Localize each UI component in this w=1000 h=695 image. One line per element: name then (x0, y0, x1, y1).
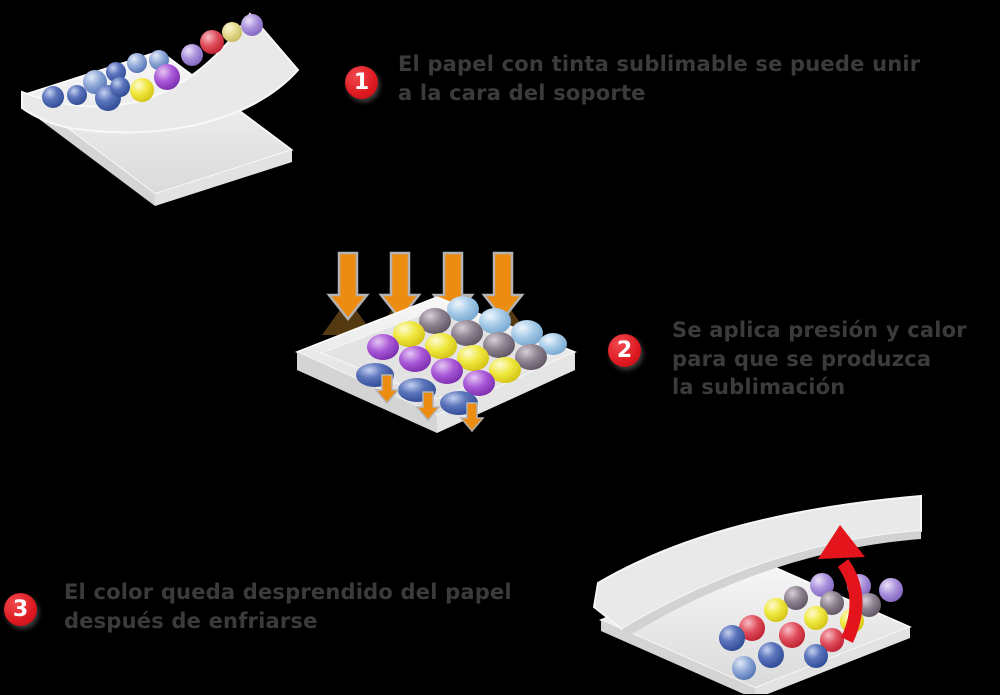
curved-top-sheet (21, 12, 300, 134)
step-3-badge: 3 (4, 593, 37, 626)
step2-heat-press-tray-icon (295, 251, 577, 433)
step-3-text: El color queda desprendido del papel des… (64, 578, 512, 635)
step-1-number: 1 (353, 70, 370, 95)
ink-capsules (42, 14, 263, 111)
color-release-arrow-icon (818, 525, 865, 643)
step-2-number: 2 (616, 338, 633, 363)
step-2-line-3: la sublimación (672, 375, 846, 399)
step-1-line-1: El papel con tinta sublimable se puede u… (398, 52, 921, 76)
step1-open-paper-capsules-icon (21, 12, 300, 206)
step-3-number: 3 (12, 597, 29, 622)
step-1-text: El papel con tinta sublimable se puede u… (398, 50, 920, 107)
peeled-sheet-underside (622, 531, 921, 635)
step3-peeled-paper-icon (592, 494, 922, 694)
step-3-line-1: El color queda desprendido del papel (64, 580, 512, 604)
step-2-text: Se aplica presión y calor para que se pr… (672, 316, 967, 402)
step-1-badge: 1 (345, 66, 378, 99)
step-1-line-2: a la cara del soporte (398, 80, 646, 105)
step-2-line-1: Se aplica presión y calor (672, 318, 967, 342)
step-2-line-2: para que se produzca (672, 346, 932, 371)
capsule-domes (356, 296, 567, 415)
step-2-badge: 2 (608, 334, 641, 367)
step-3-line-2: después de enfriarse (64, 608, 318, 633)
